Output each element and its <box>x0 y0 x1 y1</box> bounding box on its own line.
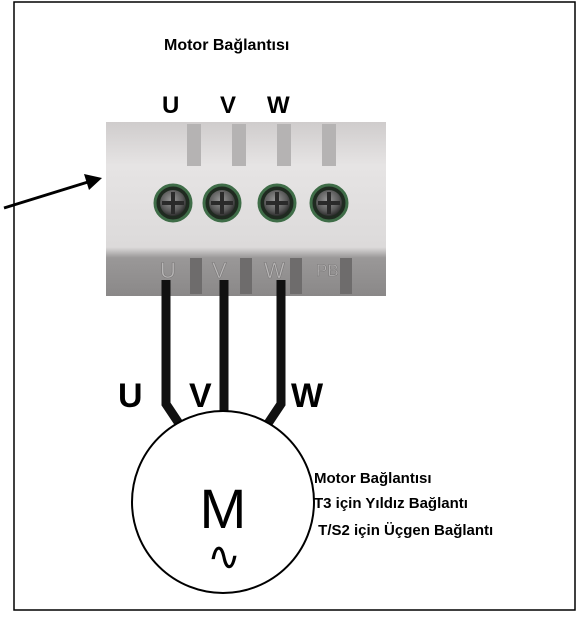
block-label-u: U <box>160 258 176 283</box>
motor-symbol: M <box>200 477 247 540</box>
note-line-1: Motor Bağlantısı <box>314 470 432 487</box>
block-label-v: V <box>212 258 227 283</box>
note-line-3: T/S2 için Üçgen Bağlantı <box>314 522 493 539</box>
screw-pb <box>309 183 349 223</box>
block-label-pb: PB <box>316 261 339 280</box>
block-label-w: W <box>264 258 285 283</box>
motor-circle <box>131 410 315 594</box>
screw-v <box>202 183 242 223</box>
screw-u <box>153 183 193 223</box>
top-label-w: W <box>267 92 290 119</box>
terminal-block <box>106 122 386 296</box>
screw-w <box>257 183 297 223</box>
cable-label-w: W <box>291 377 324 415</box>
note-line-2: T3 için Yıldız Bağlantı <box>314 495 468 512</box>
top-label-u: U <box>162 92 179 119</box>
top-title: Motor Bağlantısı <box>164 37 289 54</box>
top-label-v: V <box>220 92 236 119</box>
cable-label-u: U <box>118 377 143 415</box>
ac-symbol: ∿ <box>207 535 241 579</box>
cable-label-v: V <box>189 377 212 415</box>
pointer-arrow <box>3 174 102 210</box>
